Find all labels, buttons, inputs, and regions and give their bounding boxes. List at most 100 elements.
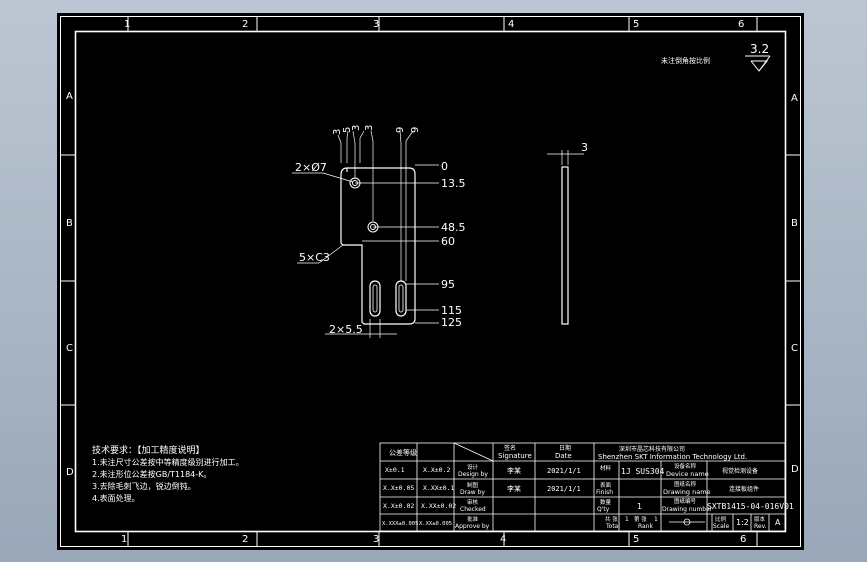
col-label-top: 6 (738, 19, 744, 30)
row-label-right: A (791, 93, 798, 104)
svg-text:版本: 版本 (754, 515, 766, 523)
cad-drawing: 1 2 3 4 5 6 1 2 3 4 5 6 A B C D A B C D … (60, 16, 801, 547)
svg-text:比例: 比例 (715, 515, 727, 523)
col-label-top: 2 (242, 19, 248, 30)
row-label-left: D (66, 467, 74, 478)
row-label-right: D (791, 464, 799, 475)
dim-top-offset: 3 (364, 125, 375, 131)
part-side-view (561, 166, 569, 325)
svg-text:表面: 表面 (600, 481, 612, 489)
svg-text:Approve by: Approve by (455, 523, 490, 530)
svg-text:深圳市晶芯科技有限公司: 深圳市晶芯科技有限公司 (619, 445, 685, 453)
chamfer-leader (297, 244, 344, 264)
row-label-right: C (791, 343, 798, 354)
svg-text:3.2: 3.2 (750, 42, 769, 56)
top-note: 未注倒角按比例 (661, 56, 710, 65)
svg-text:Drawing number: Drawing number (662, 506, 713, 513)
svg-text:Drawing name: Drawing name (663, 488, 711, 496)
svg-text:Total: Total (605, 523, 620, 530)
dim-v-48-5: 48.5 (441, 221, 466, 234)
slot-callout: 2×5.5 (329, 323, 363, 336)
dim-top-offset: 9 (395, 127, 406, 133)
col-label-bottom: 3 (373, 534, 379, 545)
title-block-grid (379, 442, 786, 532)
col-label-top: 3 (373, 19, 379, 30)
svg-text:设计: 设计 (467, 463, 479, 471)
svg-text:X.XX±0.005: X.XX±0.005 (419, 521, 452, 527)
svg-text:1.未注尺寸公差按中等精度级别进行加工。: 1.未注尺寸公差按中等精度级别进行加工。 (92, 457, 244, 467)
svg-text:4.表面处理。: 4.表面处理。 (92, 493, 140, 503)
dim-top-offset: 5 (342, 127, 353, 133)
svg-text:技术要求：【加工精度说明】: 技术要求：【加工精度说明】 (92, 444, 205, 456)
svg-text:2.未注形位公差按GB/T1184-K。: 2.未注形位公差按GB/T1184-K。 (92, 469, 211, 479)
svg-text:Date: Date (555, 452, 572, 460)
svg-text:数量: 数量 (600, 498, 612, 506)
svg-text:1J SUS304: 1J SUS304 (621, 467, 665, 476)
svg-text:X.XX±0.1: X.XX±0.1 (423, 484, 454, 492)
hole-callout: 2×Ø7 (295, 161, 327, 174)
dim-top-offset: 9 (410, 127, 421, 133)
svg-text:李某: 李某 (507, 484, 521, 493)
dim-leaders-top (337, 130, 414, 281)
svg-text:SXTB1415-04-016V01: SXTB1415-04-016V01 (707, 502, 794, 511)
svg-text:Design by: Design by (458, 471, 488, 478)
col-label-bottom: 5 (633, 534, 639, 545)
dim-v-125: 125 (441, 316, 462, 329)
svg-text:共 张: 共 张 (605, 515, 618, 523)
svg-text:Checked: Checked (460, 506, 486, 513)
projection-symbol (683, 518, 691, 526)
part-front-view (340, 167, 416, 325)
dim-v-95: 95 (441, 278, 455, 291)
col-label-bottom: 6 (740, 534, 746, 545)
svg-text:材料: 材料 (600, 464, 612, 472)
svg-text:3.去除毛刺飞边，锐边倒钝。: 3.去除毛刺飞边，锐边倒钝。 (92, 481, 196, 491)
col-label-bottom: 4 (500, 534, 506, 545)
svg-text:X.X±0.2: X.X±0.2 (423, 466, 450, 474)
dim-top-offset: 3 (351, 125, 362, 131)
svg-text:A: A (775, 518, 781, 527)
svg-text:Rank: Rank (638, 523, 654, 530)
svg-text:Draw by: Draw by (460, 489, 485, 496)
svg-text:公差等级: 公差等级 (389, 448, 417, 457)
technical-notes: 技术要求：【加工精度说明】 1.未注尺寸公差按中等精度级别进行加工。 2.未注形… (92, 444, 244, 503)
dim-v-60: 60 (441, 235, 455, 248)
row-label-right: B (791, 218, 798, 229)
svg-text:Rev.: Rev. (754, 523, 767, 530)
svg-text:2021/1/1: 2021/1/1 (547, 485, 581, 493)
col-label-top: 4 (508, 19, 514, 30)
dim-v-13-5: 13.5 (441, 177, 466, 190)
thickness-callout: 3 (581, 141, 588, 154)
col-label-bottom: 1 (121, 534, 127, 545)
row-label-left: C (66, 343, 73, 354)
svg-text:第 张: 第 张 (634, 515, 647, 523)
holes (349, 177, 379, 233)
svg-text:视觉检测设备: 视觉检测设备 (722, 467, 758, 475)
svg-text:X.XXX±0.005: X.XXX±0.005 (382, 521, 418, 527)
row-label-left: A (66, 91, 73, 102)
svg-text:1: 1 (654, 516, 658, 523)
svg-text:签名: 签名 (504, 444, 516, 452)
svg-text:X±0.1: X±0.1 (385, 466, 405, 474)
col-label-top: 5 (633, 19, 639, 30)
svg-text:李某: 李某 (507, 466, 521, 475)
svg-text:Device name: Device name (666, 470, 709, 478)
svg-text:日期: 日期 (559, 444, 571, 452)
svg-text:X.X±0.05: X.X±0.05 (383, 484, 414, 492)
chamfer-callout: 5×C3 (299, 251, 330, 264)
svg-text:审核: 审核 (467, 498, 479, 506)
slot-leader (325, 319, 397, 338)
col-label-bottom: 2 (242, 534, 248, 545)
thickness-leader (547, 150, 584, 165)
svg-text:1:2: 1:2 (736, 518, 749, 527)
top-ticks (60, 16, 801, 547)
slot-inner (372, 284, 404, 313)
hole-leader (292, 172, 354, 183)
dim-v-115: 115 (441, 304, 462, 317)
dim-leaders-right (355, 164, 439, 324)
title-block-text: 公差等级 签名 Signature 日期 Date 深圳市晶芯科技有限公司 Sh… (382, 444, 794, 530)
svg-text:图纸名称: 图纸名称 (674, 480, 697, 488)
dim-top-offset: 3 (332, 129, 343, 135)
svg-text:Finish: Finish (596, 489, 613, 496)
svg-text:1: 1 (625, 516, 629, 523)
svg-text:设备名称: 设备名称 (674, 462, 697, 470)
